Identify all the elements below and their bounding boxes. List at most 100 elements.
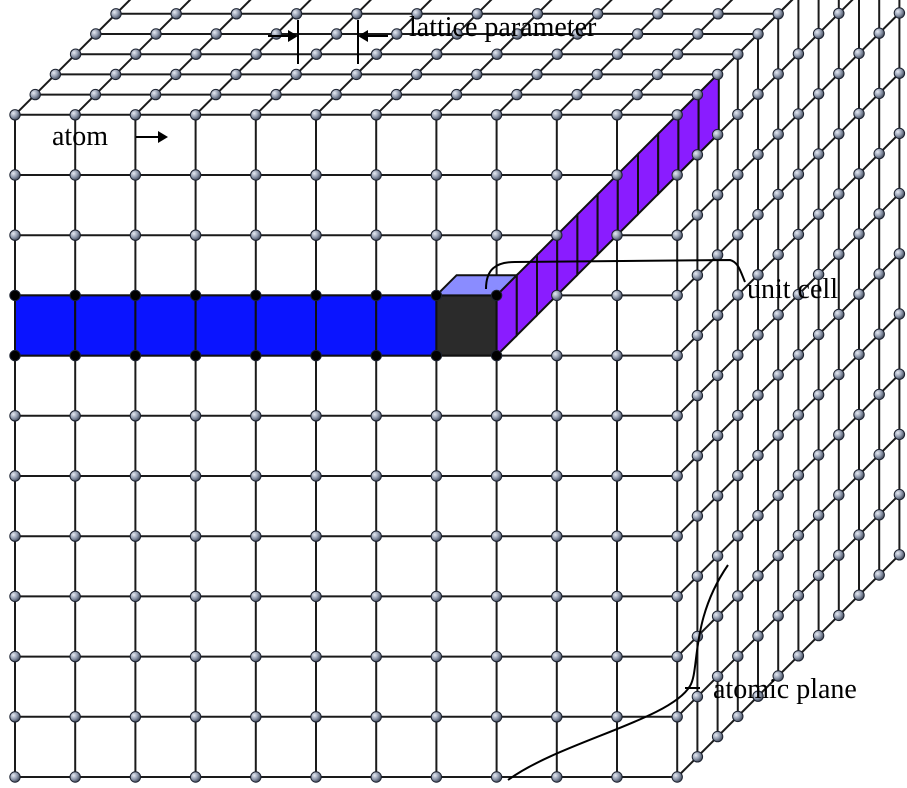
atom — [873, 569, 885, 581]
atom — [189, 410, 202, 422]
atom — [732, 168, 744, 181]
atom — [893, 248, 906, 260]
highlighted-atom — [430, 349, 443, 362]
atom — [711, 550, 724, 562]
atom — [691, 329, 704, 342]
atom — [611, 590, 623, 603]
atom — [772, 429, 784, 441]
atom — [671, 289, 683, 302]
atom — [250, 590, 262, 603]
atom — [752, 208, 764, 221]
atom — [752, 509, 764, 522]
atom — [671, 349, 683, 362]
atom — [792, 650, 805, 662]
atom — [9, 169, 21, 181]
atom — [189, 711, 202, 723]
atom — [732, 289, 744, 301]
atom — [772, 309, 784, 321]
atom — [691, 690, 704, 703]
atom — [370, 410, 382, 422]
atom — [551, 590, 563, 603]
highlighted-row-cell — [375, 294, 438, 357]
atom — [691, 751, 704, 763]
atom — [69, 771, 81, 783]
atom — [69, 48, 82, 60]
atom — [210, 88, 222, 101]
highlighted-row-cell — [74, 294, 137, 357]
atom — [69, 650, 81, 663]
atom — [69, 470, 81, 482]
atom — [792, 168, 805, 180]
atom — [853, 348, 865, 361]
atom — [792, 589, 805, 602]
atom — [873, 388, 885, 401]
atom — [833, 308, 845, 321]
atom — [189, 109, 202, 121]
atom — [873, 328, 885, 340]
lattice-parameter-label: lattice parameter — [409, 12, 597, 43]
atom — [390, 88, 403, 101]
atom — [812, 449, 825, 461]
atom — [129, 169, 142, 181]
atom — [129, 711, 142, 723]
atom — [812, 509, 825, 521]
atom — [853, 288, 865, 300]
highlighted-depth-cell — [677, 90, 700, 177]
atom — [732, 349, 744, 361]
atom — [752, 329, 764, 341]
atom — [290, 68, 302, 81]
atom — [69, 109, 81, 121]
atom — [471, 8, 483, 20]
highlighted-row-cell — [134, 294, 197, 357]
highlighted-atom — [490, 349, 503, 362]
atom — [853, 47, 865, 60]
highlighted-atom — [189, 349, 202, 362]
highlighted-atom — [430, 289, 443, 302]
atom — [9, 410, 21, 422]
atom — [250, 470, 262, 482]
atom — [752, 449, 764, 462]
atom — [250, 169, 262, 181]
atom — [431, 48, 443, 60]
atom — [250, 771, 262, 783]
highlighted-atom — [69, 349, 81, 362]
atom — [752, 88, 764, 100]
atom — [109, 68, 122, 81]
atom — [611, 530, 623, 542]
atom — [873, 448, 885, 461]
atom — [772, 670, 784, 682]
atom — [631, 88, 643, 101]
highlighted-atom — [370, 289, 382, 302]
atom — [129, 590, 142, 603]
atom — [250, 410, 262, 422]
atom — [450, 88, 463, 101]
atom — [310, 530, 322, 542]
atom — [490, 711, 503, 723]
atom — [370, 48, 383, 60]
atom — [691, 209, 704, 221]
atom — [691, 389, 704, 402]
atom — [89, 88, 102, 101]
atom — [330, 88, 342, 101]
atom — [551, 229, 563, 241]
atom — [691, 630, 704, 643]
atomic-plane-annotation: atomic plane — [507, 564, 857, 781]
highlighted-depth-cell — [596, 171, 619, 258]
atom — [310, 711, 322, 723]
atom — [551, 711, 563, 723]
lattice-parameter-right-arrowhead — [358, 30, 368, 42]
atom — [812, 569, 825, 582]
atom — [611, 711, 623, 723]
atom — [310, 109, 322, 121]
atom — [189, 590, 202, 603]
atom — [752, 389, 764, 401]
atom — [250, 229, 262, 241]
atom — [893, 368, 906, 380]
atom — [551, 650, 563, 663]
atom — [430, 711, 443, 723]
lattice-parameter-annotation: lattice parameter — [268, 12, 597, 64]
atom — [853, 168, 865, 180]
atom — [129, 470, 142, 482]
atom-pointer-arrowhead — [158, 131, 168, 143]
atom — [893, 308, 906, 320]
